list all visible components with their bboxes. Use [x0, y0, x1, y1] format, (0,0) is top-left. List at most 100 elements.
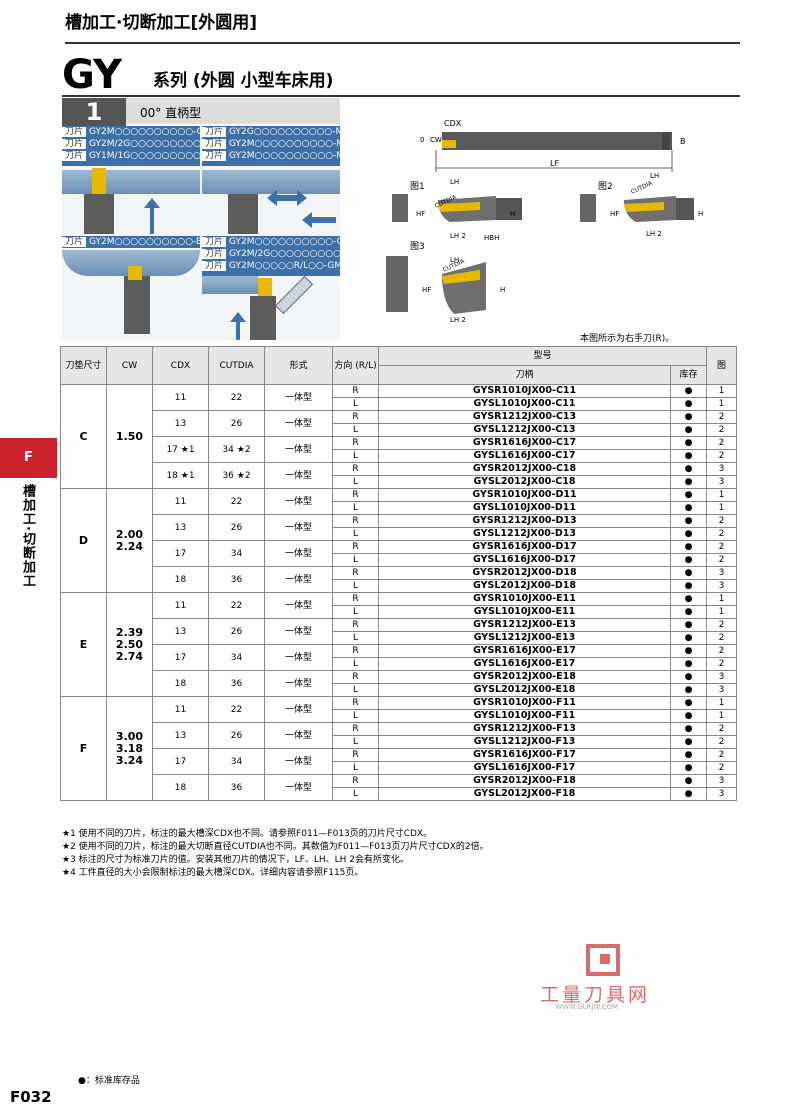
stock-cell: ●: [670, 384, 707, 398]
arrow-left-icon: [302, 212, 336, 228]
direction-cell: R: [332, 384, 379, 398]
holder-model-cell: GYSR1010JX00-E11: [378, 592, 671, 606]
holder-model-cell: GYSR1010JX00-F11: [378, 696, 671, 710]
arrow-up-icon: [144, 198, 160, 234]
lf-label: LF: [550, 159, 559, 168]
header-divider: [65, 42, 740, 44]
insert-drawing: [442, 140, 456, 148]
figure-cell: 3: [706, 683, 737, 697]
cutdia-cell: 34: [208, 644, 265, 671]
figure-cell: 2: [706, 644, 737, 658]
stock-cell: ●: [670, 670, 707, 684]
stock-cell: ●: [670, 527, 707, 541]
stock-cell: ●: [670, 748, 707, 762]
figure-cell: 1: [706, 709, 737, 723]
th-cutdia: CUTDIA: [208, 346, 265, 385]
workpiece-bar-icon: [202, 170, 340, 194]
direction-cell: L: [332, 735, 379, 749]
stock-cell: ●: [670, 553, 707, 567]
insert-type-key: 刀片: [62, 151, 87, 161]
figure-cell: 3: [706, 670, 737, 684]
stock-cell: ●: [670, 397, 707, 411]
section-tab: F: [0, 438, 57, 478]
workpiece-bar-icon: [62, 170, 200, 194]
stock-cell: ●: [670, 579, 707, 593]
cutdia-cell: 36: [208, 670, 265, 697]
direction-cell: R: [332, 436, 379, 450]
th-model: 型号: [378, 346, 707, 366]
holder-shank-drawing: [442, 132, 672, 150]
form-cell: 一体型: [264, 566, 333, 593]
stock-cell: ●: [670, 592, 707, 606]
holder-model-cell: GYSR2012JX00-F18: [378, 774, 671, 788]
holder-model-cell: GYSL2012JX00-C18: [378, 475, 671, 489]
watermark-url: WWW.GLRJW.COM: [555, 1003, 619, 1011]
insert-type-code: GY2G○○○○○○○○○○-MF: [229, 127, 349, 137]
insert-type-code: GY2M○○○○○○○○○○-MS: [229, 139, 350, 149]
cdx-cell: 18 ★1: [152, 462, 209, 489]
figure-cell: 1: [706, 384, 737, 398]
cdx-cell: 18: [152, 774, 209, 801]
holder-model-cell: GYSR1010JX00-D11: [378, 488, 671, 502]
cdx-cell: 11: [152, 696, 209, 723]
figure-cell: 2: [706, 449, 737, 463]
holder-model-cell: GYSR1010JX00-C11: [378, 384, 671, 398]
holder-icon: [250, 296, 276, 340]
stock-cell: ●: [670, 449, 707, 463]
holder-icon: [84, 194, 114, 234]
cw-cell: 1.50: [106, 384, 153, 489]
form-cell: 一体型: [264, 384, 333, 411]
holder-model-cell: GYSR2012JX00-E18: [378, 670, 671, 684]
stock-cell: ●: [670, 735, 707, 749]
insert-type-key: 刀片: [202, 261, 227, 271]
direction-cell: R: [332, 410, 379, 424]
figure-cell: 2: [706, 761, 737, 775]
cutdia-cell: 36 ★2: [208, 462, 265, 489]
direction-cell: L: [332, 579, 379, 593]
figure-cell: 1: [706, 605, 737, 619]
holder-model-cell: GYSL1212JX00-C13: [378, 423, 671, 437]
stock-cell: ●: [670, 501, 707, 515]
insert-type-code: GY2M/2G○○○○○○○○○○-GU/GL: [89, 139, 241, 149]
fig2-label: 图2: [598, 181, 613, 192]
direction-cell: R: [332, 462, 379, 476]
figure-cell: 2: [706, 540, 737, 554]
direction-cell: L: [332, 423, 379, 437]
th-form: 形式: [264, 346, 333, 385]
lh2-label: LH 2: [450, 232, 466, 240]
holder-model-cell: GYSR1212JX00-E13: [378, 618, 671, 632]
direction-cell: L: [332, 683, 379, 697]
stock-cell: ●: [670, 644, 707, 658]
cutdia-cell: 34: [208, 748, 265, 775]
holder-model-cell: GYSL2012JX00-D18: [378, 579, 671, 593]
fig1-label: 图1: [410, 181, 425, 192]
stock-cell: ●: [670, 475, 707, 489]
stock-cell: ●: [670, 787, 707, 801]
figure-cell: 2: [706, 722, 737, 736]
holder-model-cell: GYSL1010JX00-E11: [378, 605, 671, 619]
holder-model-cell: GYSL1616JX00-F17: [378, 761, 671, 775]
holder-model-cell: GYSL1616JX00-E17: [378, 657, 671, 671]
cdx-cell: 18: [152, 566, 209, 593]
holder-model-cell: GYSR2012JX00-C18: [378, 462, 671, 476]
page-number: F032: [10, 1088, 52, 1106]
stock-cell: ●: [670, 436, 707, 450]
holder-model-cell: GYSR1616JX00-E17: [378, 644, 671, 658]
direction-cell: L: [332, 787, 379, 801]
th-fig: 图: [706, 346, 737, 385]
workpiece-bar-icon: [202, 276, 258, 294]
lh-label: LH: [450, 256, 459, 264]
lh-label: LH: [650, 172, 659, 180]
cw-label: CW: [430, 136, 442, 144]
